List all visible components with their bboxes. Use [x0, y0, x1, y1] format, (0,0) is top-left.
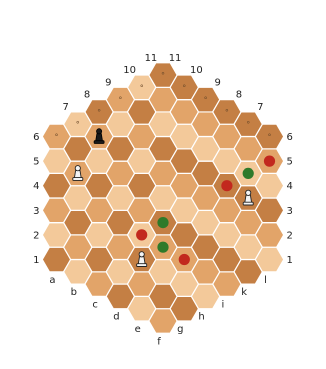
rank-label-right-4: 4	[287, 181, 293, 192]
marker-dot-red	[136, 229, 147, 240]
rank-label-right-11: 11	[169, 53, 182, 64]
rank-mark: °	[268, 133, 272, 142]
rank-label-left-3: 3	[33, 206, 39, 217]
rank-label-left-8: 8	[84, 90, 90, 101]
file-label-e: e	[135, 324, 141, 335]
rank-label-right-8: 8	[236, 90, 242, 101]
pawn-head	[97, 129, 102, 134]
file-label-k: k	[241, 287, 247, 298]
pawn-body	[96, 134, 103, 141]
pawn-head	[139, 252, 144, 257]
marker-dot-red	[221, 180, 232, 191]
rank-label-right-5: 5	[287, 157, 293, 168]
file-label-h: h	[198, 312, 204, 323]
rank-label-left-11: 11	[145, 53, 158, 64]
rank-label-left-6: 6	[33, 132, 39, 143]
rank-mark: °	[204, 96, 208, 105]
file-label-l: l	[264, 275, 267, 286]
marker-dot-green	[243, 168, 254, 179]
rank-mark: °	[76, 120, 80, 129]
rank-mark: °	[55, 133, 59, 142]
file-label-c: c	[92, 299, 98, 310]
marker-dot-green	[157, 217, 168, 228]
file-label-i: i	[222, 299, 225, 310]
rank-label-left-5: 5	[33, 157, 39, 168]
rank-mark: °	[97, 108, 101, 117]
file-label-f: f	[157, 336, 161, 347]
file-label-a: a	[49, 275, 55, 286]
pawn-base	[137, 264, 147, 267]
rank-mark: °	[118, 96, 122, 105]
rank-label-left-4: 4	[33, 181, 39, 192]
rank-label-right-6: 6	[287, 132, 293, 143]
rank-mark: °	[225, 108, 229, 117]
rank-label-left-9: 9	[105, 77, 111, 88]
pawn-body	[138, 257, 145, 264]
rank-mark: °	[161, 71, 165, 80]
marker-dot-green	[157, 242, 168, 253]
pawn-body	[74, 171, 81, 178]
rank-mark: °	[140, 83, 144, 92]
rank-label-left-7: 7	[63, 102, 69, 113]
rank-label-left-10: 10	[123, 65, 136, 76]
pawn-base	[94, 141, 104, 144]
file-label-g: g	[177, 324, 183, 335]
marker-dot-red	[179, 254, 190, 265]
rank-label-right-9: 9	[214, 77, 220, 88]
pawn-head	[75, 166, 80, 171]
rank-label-right-3: 3	[287, 206, 293, 217]
rank-label-left-1: 1	[33, 255, 39, 266]
rank-label-left-2: 2	[33, 230, 39, 241]
pawn-body	[245, 195, 252, 202]
pawn-head	[246, 190, 251, 195]
rank-label-right-10: 10	[190, 65, 203, 76]
rank-label-right-7: 7	[257, 102, 263, 113]
rank-label-right-2: 2	[287, 230, 293, 241]
file-label-b: b	[71, 287, 77, 298]
marker-dot-red	[264, 156, 275, 167]
pawn-base	[243, 202, 253, 205]
rank-label-right-1: 1	[287, 255, 293, 266]
file-label-d: d	[113, 312, 119, 323]
rank-mark: °	[246, 120, 250, 129]
rank-mark: °	[182, 83, 186, 92]
pawn-base	[73, 178, 83, 181]
